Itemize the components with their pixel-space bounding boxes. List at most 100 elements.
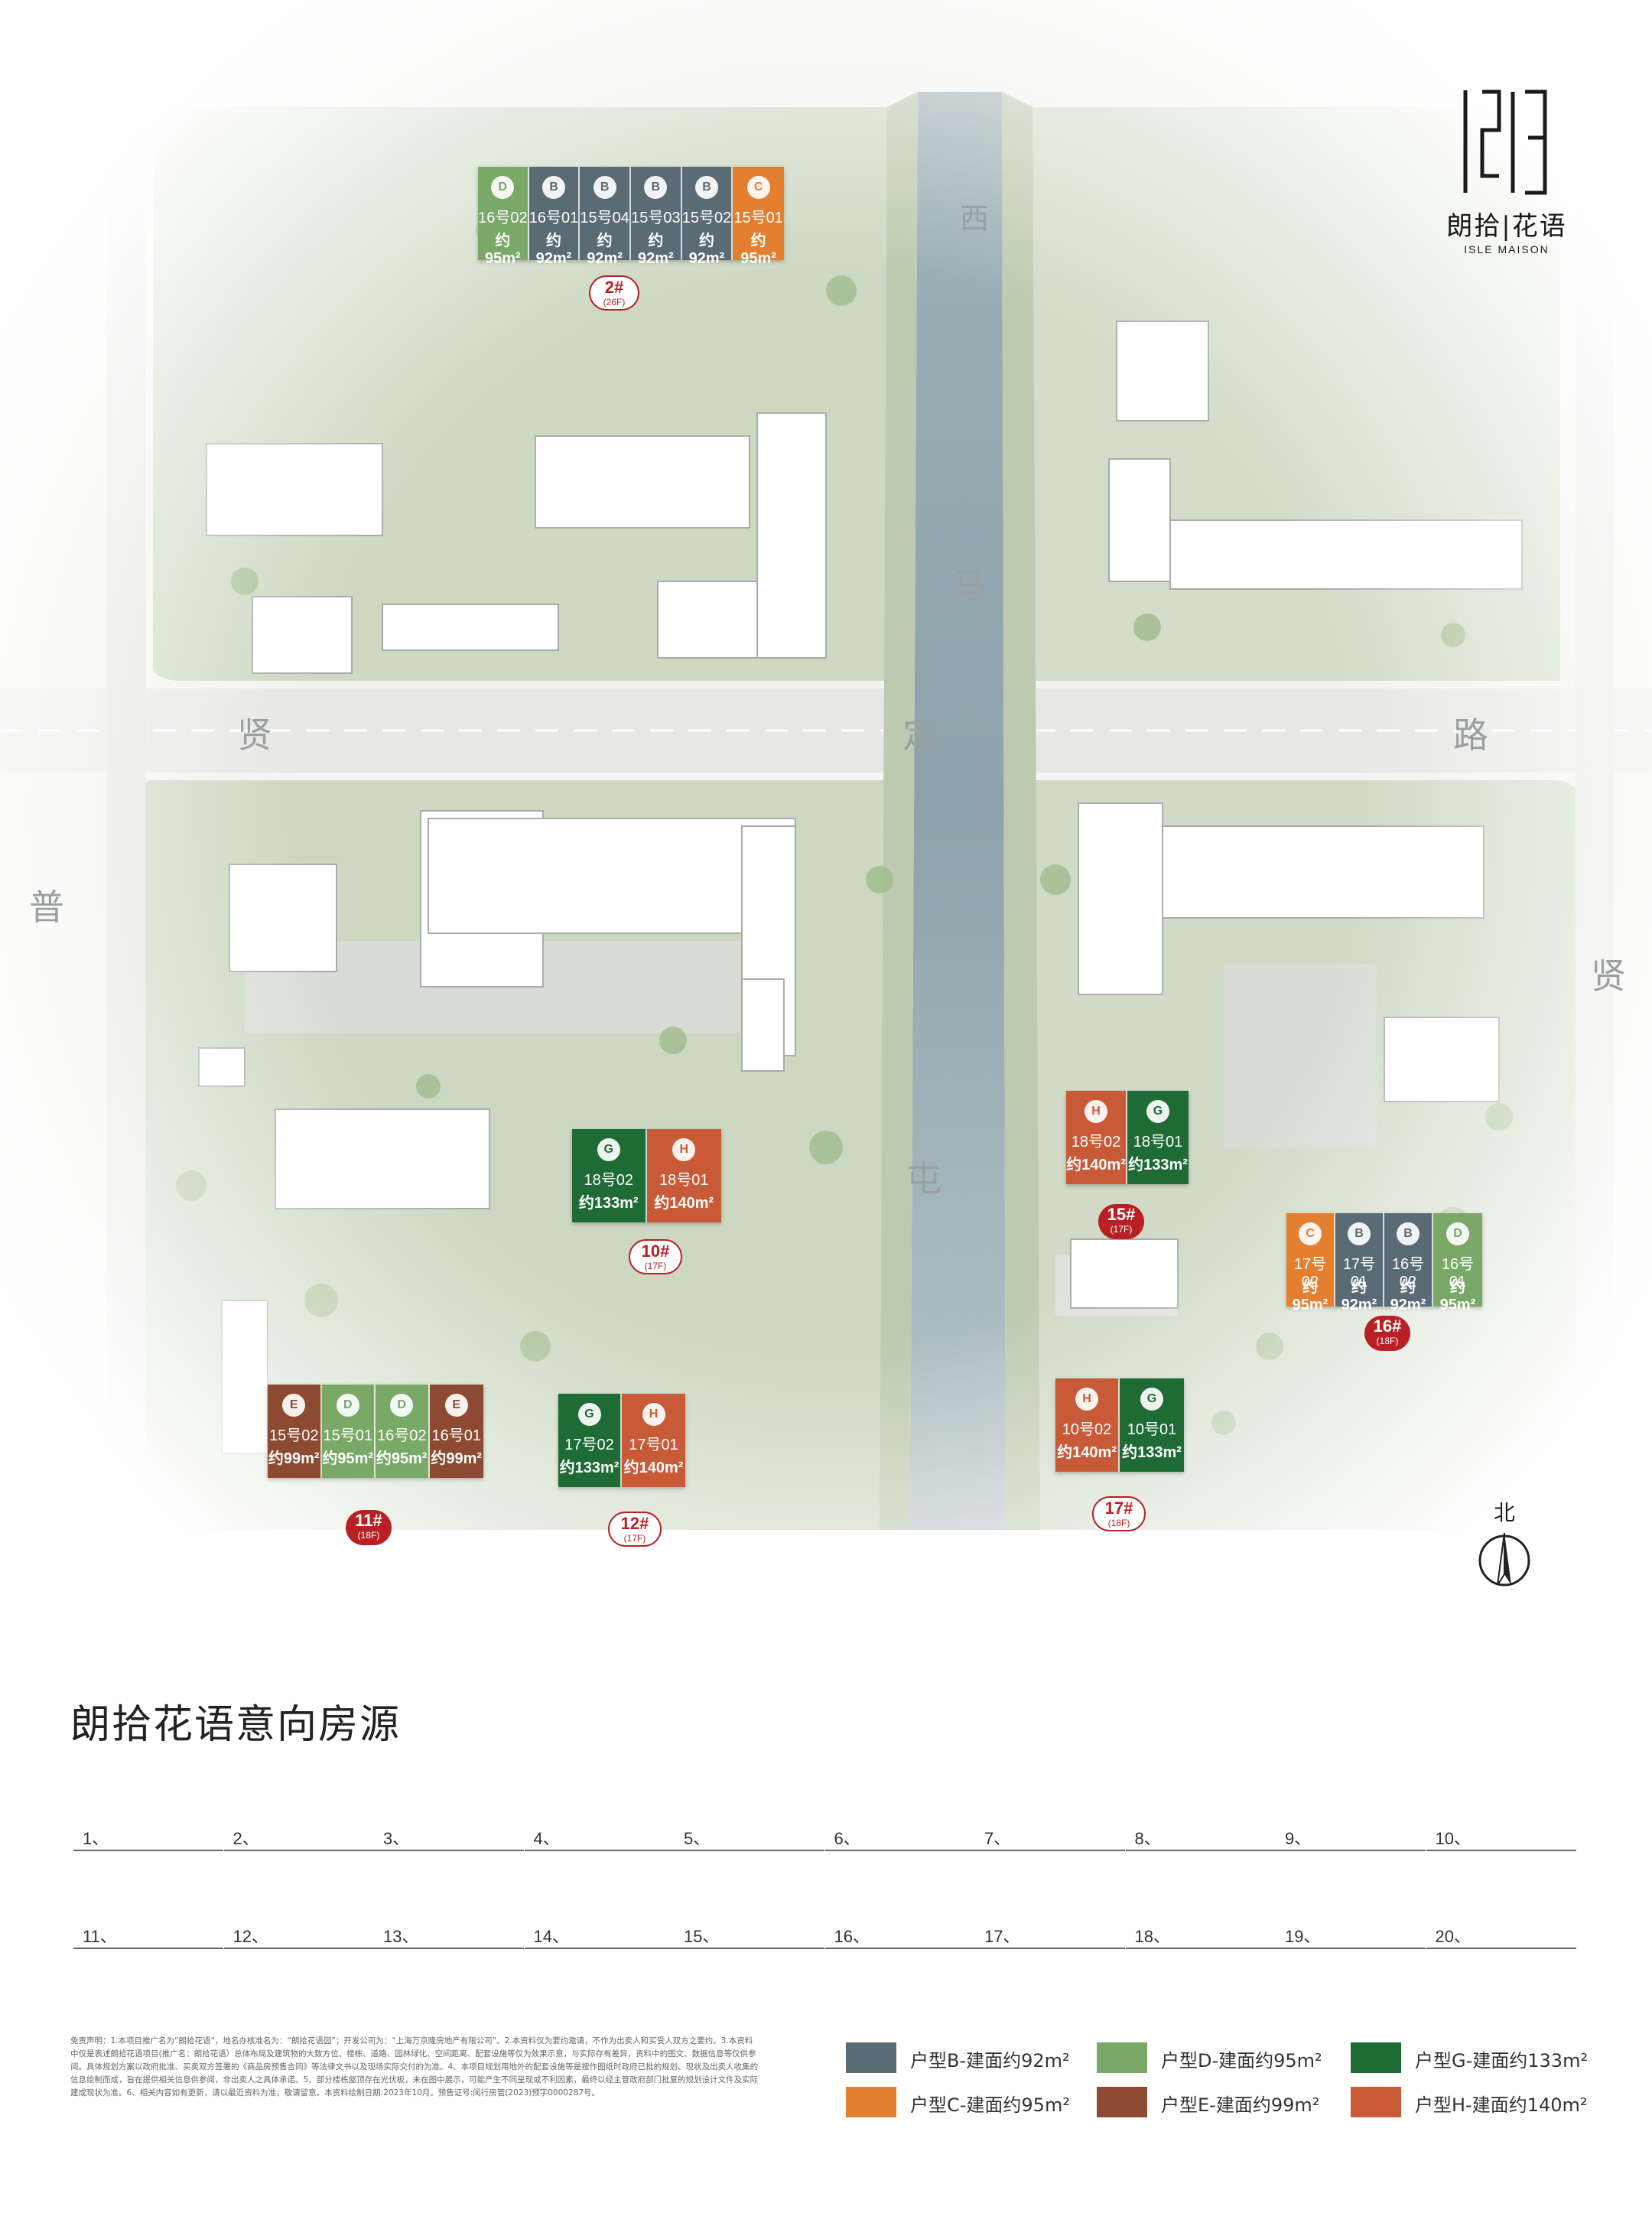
compass-label: 北 bbox=[1493, 1500, 1515, 1525]
unit-code: 18号01 bbox=[1133, 1134, 1183, 1150]
building-number: 17# bbox=[1104, 1499, 1133, 1518]
page-title: 朗拾花语意向房源 bbox=[70, 1702, 402, 1748]
north-compass: 北 bbox=[1478, 1496, 1531, 1603]
unit-code: 16号01 bbox=[1441, 1256, 1475, 1290]
river-label-west: 西 bbox=[960, 202, 990, 236]
selection-slot[interactable]: 13、 bbox=[374, 1920, 524, 1949]
slot-number: 13、 bbox=[383, 1927, 419, 1946]
selection-slot[interactable]: 11、 bbox=[73, 1920, 223, 1949]
unit-code: 17号02 bbox=[1293, 1256, 1327, 1290]
unit-area: 约140m² bbox=[654, 1195, 714, 1212]
unit-code: 15号04 bbox=[580, 210, 629, 226]
unit-type-badge: B bbox=[1397, 1222, 1419, 1245]
building-number: 15# bbox=[1107, 1205, 1136, 1224]
selection-slot[interactable]: 15、 bbox=[675, 1920, 824, 1949]
unit-code: 15号01 bbox=[323, 1427, 373, 1444]
unit-area: 约92m² bbox=[688, 233, 725, 267]
unit-area: 约92m² bbox=[637, 233, 674, 267]
unit-type-badge: B bbox=[541, 176, 565, 199]
selection-slot[interactable]: 12、 bbox=[223, 1920, 374, 1949]
legend-label: 户型B-建面约92m² bbox=[910, 2050, 1070, 2071]
unit-area: 约95m² bbox=[484, 233, 521, 267]
unit-area: 约92m² bbox=[587, 233, 623, 267]
selection-slot[interactable]: 8、 bbox=[1125, 1822, 1276, 1851]
unit-code: 16号01 bbox=[528, 210, 579, 226]
legend-swatch bbox=[846, 2042, 896, 2073]
unit-area: 约140m² bbox=[1057, 1444, 1117, 1461]
selection-slot[interactable]: 10、 bbox=[1426, 1822, 1576, 1851]
unit-type-badge: D bbox=[1446, 1222, 1469, 1245]
selection-slot[interactable]: 17、 bbox=[975, 1920, 1125, 1949]
unit-area: 约95m² bbox=[1292, 1279, 1328, 1313]
slot-number: 10、 bbox=[1435, 1829, 1471, 1848]
unit-code: 10号02 bbox=[1062, 1421, 1112, 1438]
unit-type-badge: E bbox=[444, 1394, 468, 1417]
legend-swatch bbox=[1351, 2042, 1401, 2073]
road-label-lu: 路 bbox=[1453, 714, 1488, 756]
building-number: 11# bbox=[355, 1511, 382, 1530]
unit-code: 18号02 bbox=[1071, 1134, 1121, 1150]
selection-slot[interactable]: 2、 bbox=[223, 1822, 374, 1851]
building-floors: (17F) bbox=[1110, 1224, 1133, 1235]
selection-slot[interactable]: 19、 bbox=[1276, 1920, 1426, 1949]
selection-slot[interactable]: 3、 bbox=[374, 1822, 524, 1851]
selection-slot[interactable]: 9、 bbox=[1276, 1822, 1426, 1851]
slot-number: 17、 bbox=[984, 1927, 1020, 1946]
building-badge-16: 16# (18F) bbox=[1364, 1316, 1410, 1351]
river-label-tun: 屯 bbox=[906, 1158, 941, 1199]
selection-slot[interactable]: 6、 bbox=[824, 1822, 975, 1851]
legend-label: 户型C-建面约95m² bbox=[910, 2094, 1070, 2116]
unit-code: 10号01 bbox=[1127, 1421, 1177, 1438]
slot-number: 14、 bbox=[533, 1927, 569, 1946]
unit-code: 15号01 bbox=[733, 210, 783, 226]
building-badge-2: 2# (26F) bbox=[589, 275, 639, 311]
selection-slot[interactable]: 5、 bbox=[675, 1822, 824, 1851]
slot-number: 5、 bbox=[684, 1829, 711, 1848]
unit-code: 15号02 bbox=[681, 210, 732, 226]
legend-swatch bbox=[1351, 2087, 1401, 2117]
unit-code: 15号02 bbox=[269, 1427, 319, 1444]
site-plan-background bbox=[0, 0, 1652, 1683]
unit-code: 16号01 bbox=[431, 1427, 482, 1444]
unit-type-badge: H bbox=[1085, 1100, 1107, 1123]
unit-type-badge: G bbox=[577, 1403, 601, 1426]
unit-code: 16号02 bbox=[377, 1427, 427, 1444]
unit-type-badge: D bbox=[491, 176, 515, 199]
legend-label: 户型G-建面约133m² bbox=[1415, 2050, 1589, 2071]
selection-slot[interactable]: 20、 bbox=[1426, 1920, 1576, 1949]
slot-number: 19、 bbox=[1285, 1927, 1321, 1946]
logo-name-en: ISLE MAISON bbox=[1464, 243, 1550, 255]
slot-number: 2、 bbox=[233, 1829, 259, 1848]
building-floors: (18F) bbox=[357, 1530, 380, 1541]
selection-slot[interactable]: 1、 bbox=[73, 1822, 223, 1851]
selection-slot[interactable]: 16、 bbox=[824, 1920, 975, 1949]
river-label-ma: 马 bbox=[952, 565, 987, 607]
north-arrow-icon bbox=[1478, 1532, 1530, 1587]
unit-type-badge: B bbox=[694, 176, 718, 199]
building-floors: (17F) bbox=[644, 1261, 667, 1271]
building-number: 16# bbox=[1373, 1316, 1402, 1336]
selection-slot[interactable]: 7、 bbox=[975, 1822, 1125, 1851]
unit-area: 约140m² bbox=[623, 1460, 684, 1476]
unit-type-badge: H bbox=[642, 1403, 665, 1426]
selection-slot[interactable]: 14、 bbox=[524, 1920, 675, 1949]
selection-slot[interactable]: 4、 bbox=[524, 1822, 675, 1851]
selection-slot[interactable]: 18、 bbox=[1125, 1920, 1276, 1949]
building-number: 12# bbox=[620, 1514, 649, 1533]
